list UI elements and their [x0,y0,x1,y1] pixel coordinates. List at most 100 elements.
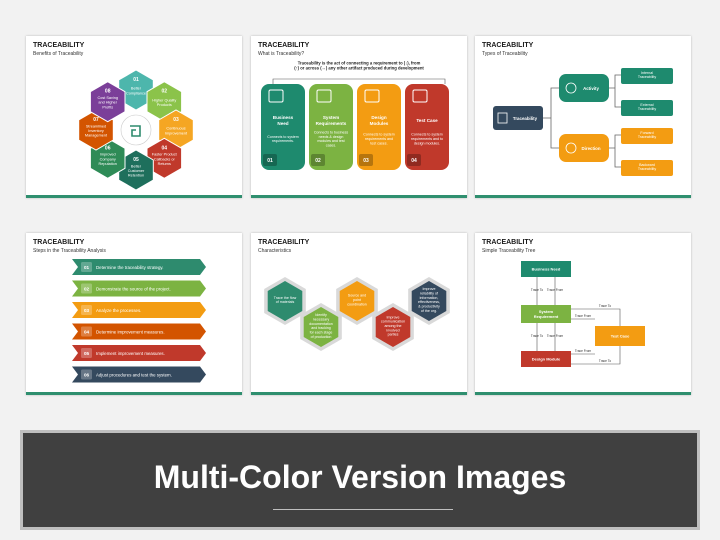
root-connector [543,87,559,149]
characteristic-text-line: involved [386,328,399,332]
branch-label: Direction [581,146,600,151]
benefit-label-line: Better [131,87,142,91]
tree-edge [571,346,621,365]
benefit-number: 04 [162,145,168,151]
card-title: Test Case [416,118,438,123]
characteristic-text-line: information, [420,296,439,300]
leaf-label-line: Traceability [638,75,656,79]
characteristic-text-line: reliability of [420,292,438,296]
leaf-node [621,160,673,176]
characteristic-text-line: & productivity [418,304,440,308]
benefit-number: 02 [162,89,168,95]
benefit-label-line: Returns [158,162,171,166]
leaf-label-line: Traceability [638,135,656,139]
card-text-line: Connects to system [411,133,443,137]
step-number-box [81,283,92,294]
benefit-petal [89,81,126,123]
step-number-box [81,369,92,380]
slide-thumbnail-types[interactable]: TRACEABILITY Types of Traceability Trace… [475,36,691,198]
benefit-petal [118,69,154,111]
characteristic-hexagon [303,307,339,347]
leaf-label-line: Internal [641,71,653,75]
slide-subtitle: Types of Traceability [482,51,528,57]
benefit-label-line: Compliance [126,91,146,95]
step-text: Determine the traceability strategy. [96,265,164,270]
requirement-card [357,84,401,170]
benefit-number: 03 [173,117,179,123]
step-number: 02 [84,287,90,292]
slide-subtitle: Characteristics [258,248,292,254]
slide-thumbnail-tree[interactable]: TRACEABILITY Simple Traceability Tree Bu… [475,233,691,395]
card-text-line: Connects to business [314,131,349,135]
step-arrow [72,302,206,318]
characteristic-text-line: parties [388,333,399,337]
banner-text: Multi-Color Version Images [153,459,567,495]
leaf-label-line: Backward [639,163,655,167]
steps-list-diagram: 01 Determine the traceability strategy. 02… [72,259,206,383]
slide-title: TRACEABILITY [482,42,534,49]
characteristic-text-line: effectiveness, [418,300,440,304]
step-number: 06 [84,373,90,378]
leaf-label-line: External [640,103,653,107]
slide-thumbnail-definition[interactable]: TRACEABILITY What is Traceability? Trace… [251,36,467,198]
step-number: 05 [84,351,90,356]
tree-node-label-line: Test Case [611,334,630,339]
card-number-box [311,154,325,166]
characteristic-text-line: communication [381,320,405,324]
slide-thumbnail-characteristics[interactable]: TRACEABILITY Characteristics Trace the f… [251,233,467,395]
branch-icon [565,142,577,154]
benefit-number: 08 [105,89,111,95]
card-text-line: needs & design [319,135,344,139]
step-text: Implement improvement measures. [96,351,165,356]
tree-node [521,305,571,323]
benefit-number: 01 [133,77,139,83]
definition-text: Traceability is the act of connecting a … [294,60,424,70]
tree-node-label-line: Requirement [534,314,559,319]
tree-edge [571,308,621,326]
requirement-card [261,84,305,170]
banner: Multi-Color Version Images [20,430,700,530]
benefit-label-line: Reputation [99,162,117,166]
slide-thumbnail-steps[interactable]: TRACEABILITY Steps in the Traceability A… [26,233,242,395]
step-number-box [81,262,92,272]
benefit-label-line: Faster Product [152,153,178,157]
benefit-label-line: Streamlined [86,124,106,128]
step-arrow [72,366,206,383]
characteristic-text-line: of materials [276,300,295,304]
leaf-node [621,68,673,84]
card-title-line: System [323,115,339,120]
step-arrow [72,345,206,361]
step-number: 01 [84,265,90,270]
card-number-box [407,154,421,166]
branch-node [559,134,609,162]
card-title-line: Test Case [416,118,438,123]
card-text-line: modules and test [317,139,344,143]
edge-label-trace-to: Trace To [599,304,611,308]
tree-node-label: Business Need [532,267,561,272]
slide-subtitle: Steps in the Traceability Analysis [33,248,106,254]
edge-label-trace-from: Trace From [575,349,592,353]
edge-label-trace-to: Trace To [531,334,543,338]
branch-connector [609,134,621,168]
connector-bracket [272,78,446,84]
characteristic-text-line: Improve [387,315,400,319]
slide-title: TRACEABILITY [258,239,310,246]
characteristic-text-line: point [353,298,361,302]
slide-thumbnail-benefits[interactable]: TRACEABILITY Benefits of Traceability 01… [26,36,242,198]
benefit-label-line: Profits [102,105,113,109]
card-text-line: requirements. [272,139,294,143]
step-number: 03 [84,308,90,313]
branch-label: Activity [583,86,599,91]
benefit-label-line: Better [131,164,142,168]
leaf-node [621,100,673,116]
